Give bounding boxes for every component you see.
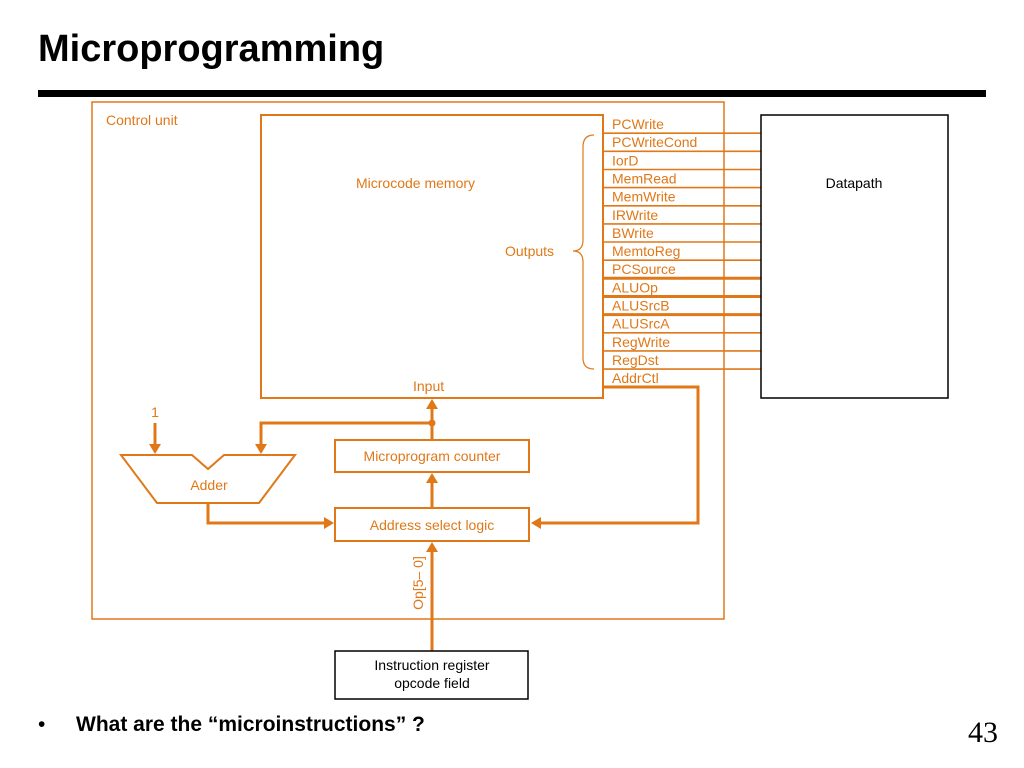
adder-shape bbox=[119, 454, 297, 504]
adder-label: Adder bbox=[190, 477, 228, 493]
outputs-label: Outputs bbox=[505, 243, 554, 259]
signal-label-iord: IorD bbox=[612, 152, 638, 168]
control-unit-box bbox=[91, 101, 725, 620]
signal-label-irwrite: IRWrite bbox=[612, 207, 658, 223]
microprogram-counter-label: Microprogram counter bbox=[364, 448, 501, 464]
signal-label-regwrite: RegWrite bbox=[612, 334, 670, 350]
constant-one-arrowhead bbox=[149, 444, 161, 454]
microcode-memory-box bbox=[260, 114, 604, 399]
signal-label-pcsource: PCSource bbox=[612, 261, 676, 277]
outputs-brace bbox=[572, 134, 595, 370]
adder-to-select-line bbox=[206, 503, 326, 525]
page-number: 43 bbox=[968, 716, 998, 749]
instruction-register-box bbox=[334, 650, 529, 700]
signal-label-memtoreg: MemtoReg bbox=[612, 243, 680, 259]
signal-label-pcwritecond: PCWriteCond bbox=[612, 134, 697, 150]
bullet-text: What are the “microinstructions” ? bbox=[76, 713, 425, 736]
op-label: Op[5– 0] bbox=[410, 556, 426, 610]
constant-one-label: 1 bbox=[151, 404, 159, 420]
addrctl-arrowhead bbox=[531, 517, 541, 529]
datapath-box bbox=[760, 114, 949, 399]
datapath-label: Datapath bbox=[826, 175, 883, 191]
signal-label-memread: MemRead bbox=[612, 170, 677, 186]
adder-input-arrowhead bbox=[255, 444, 267, 454]
bullet-item: • What are the “microinstructions” ? bbox=[38, 713, 425, 737]
addrctl-feedback-line bbox=[538, 385, 700, 525]
slide-title: Microprogramming bbox=[38, 28, 385, 70]
signal-label-aluop: ALUOp bbox=[612, 279, 658, 295]
opcode-arrowhead bbox=[426, 542, 438, 552]
adder-output-arrowhead bbox=[324, 517, 334, 529]
counter-to-adder-line bbox=[259, 421, 432, 446]
signal-label-pcwrite: PCWrite bbox=[612, 116, 664, 132]
signal-label-addrctl: AddrCtl bbox=[612, 370, 659, 386]
input-label: Input bbox=[413, 378, 444, 394]
bullet-dot: • bbox=[38, 713, 46, 736]
title-rule bbox=[38, 90, 986, 97]
address-select-label: Address select logic bbox=[370, 517, 495, 533]
signal-label-regdst: RegDst bbox=[612, 352, 659, 368]
input-arrowhead bbox=[426, 399, 438, 409]
counter-arrowhead bbox=[426, 473, 438, 483]
signal-label-memwrite: MemWrite bbox=[612, 189, 676, 205]
signal-label-bwrite: BWrite bbox=[612, 225, 654, 241]
instruction-register-label-line1: Instruction register bbox=[374, 657, 489, 673]
control-unit-label: Control unit bbox=[106, 112, 178, 128]
signal-label-alusrca: ALUSrcA bbox=[612, 316, 670, 332]
signal-label-alusrcb: ALUSrcB bbox=[612, 298, 670, 314]
instruction-register-label-line2: opcode field bbox=[394, 675, 470, 691]
microcode-memory-label: Microcode memory bbox=[356, 175, 475, 191]
